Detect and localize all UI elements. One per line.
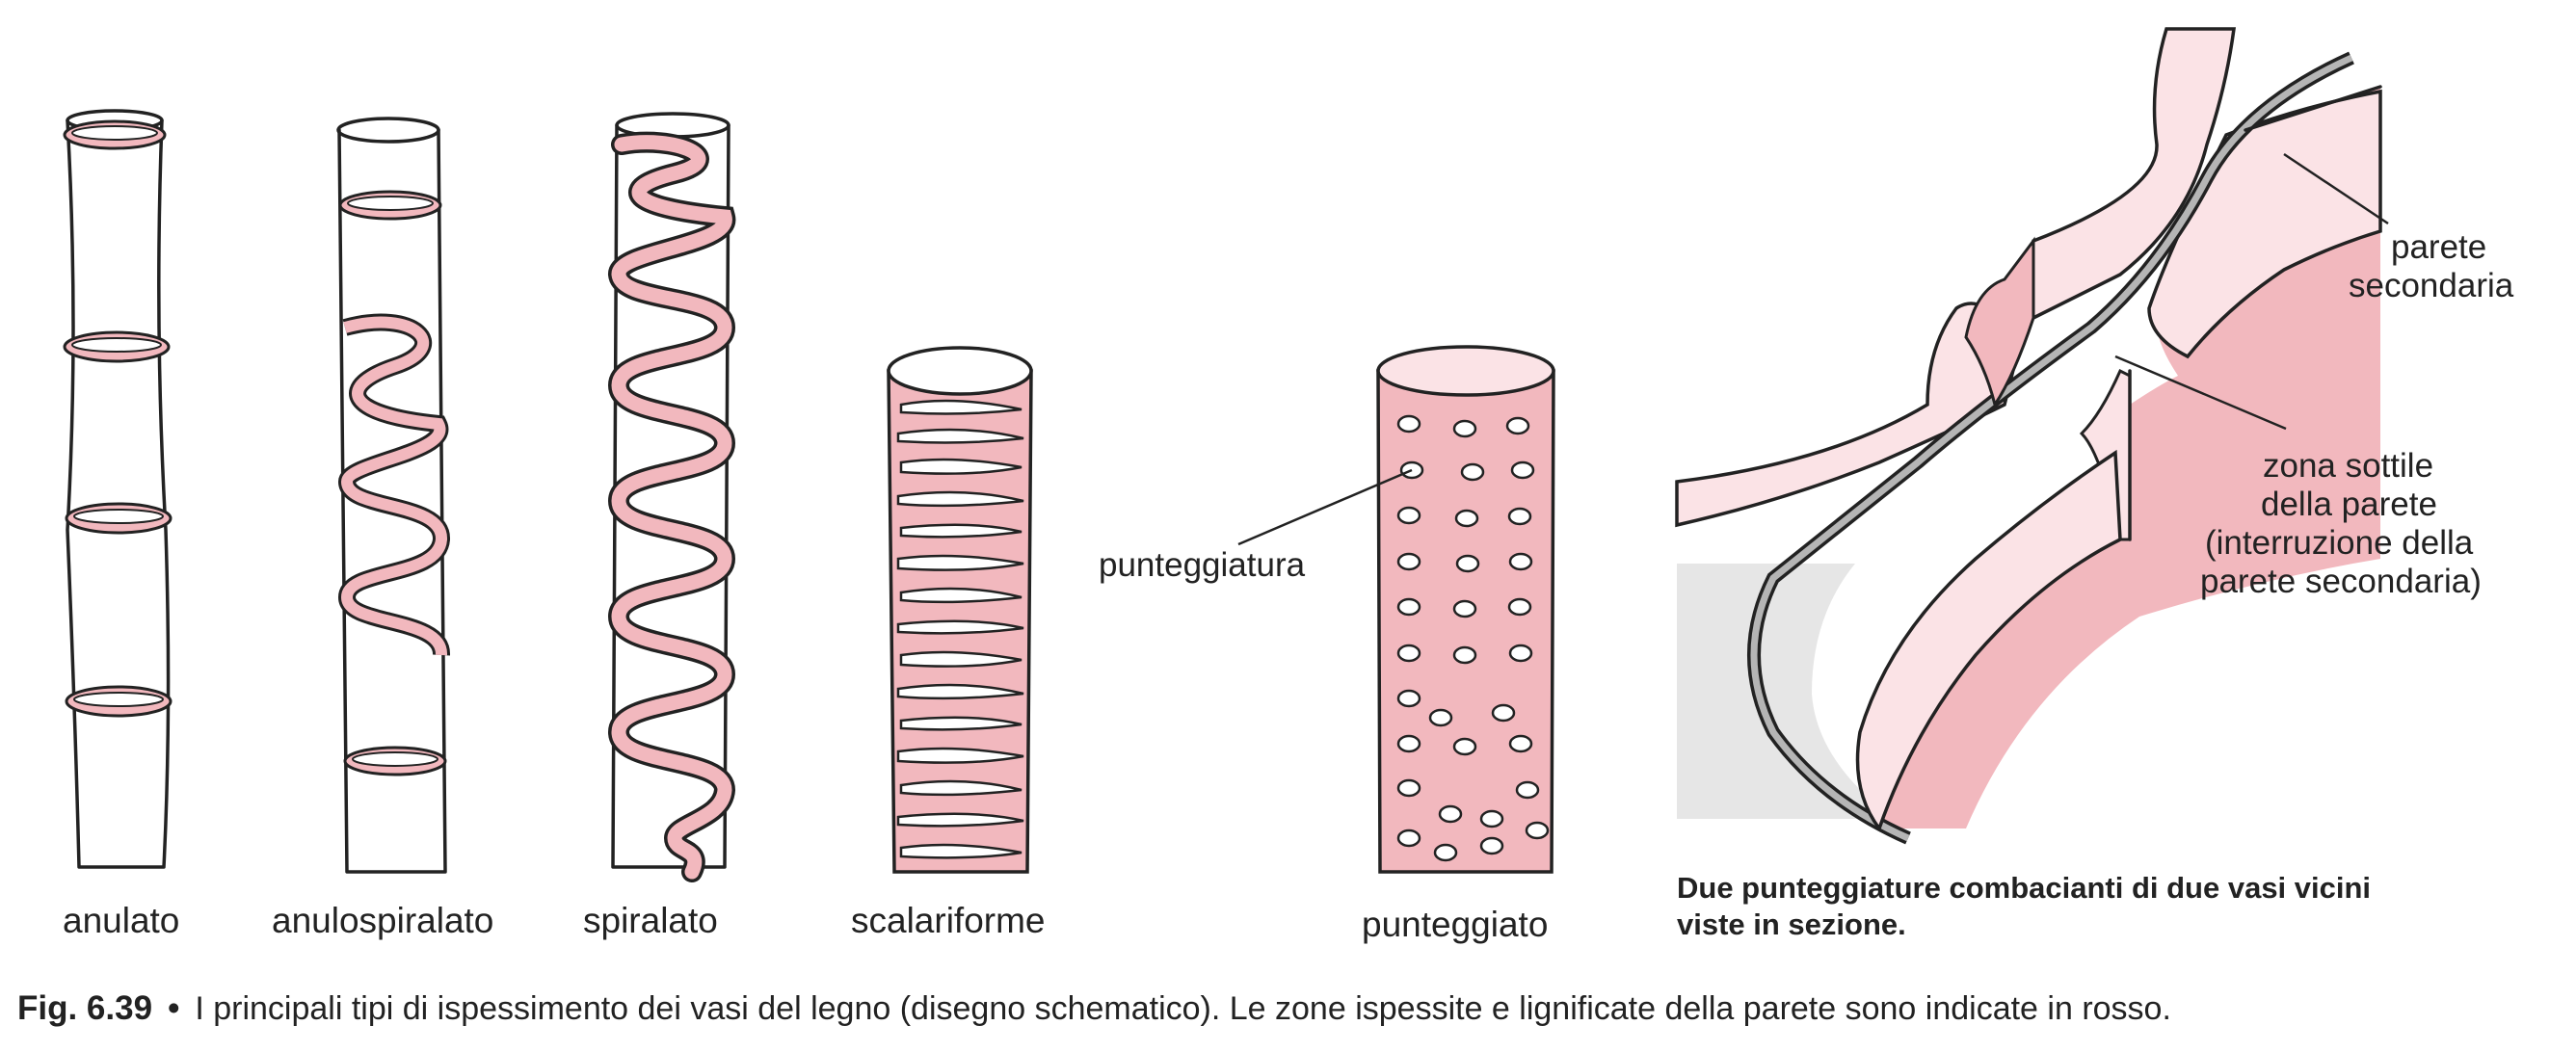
section-caption-line2: viste in sezione.	[1677, 907, 1906, 941]
label-anulospiralato: anulospiralato	[272, 901, 493, 940]
vessel-spiralato	[607, 112, 736, 882]
figure-caption: Fig. 6.39 • I principali tipi di ispessi…	[17, 989, 2171, 1027]
pits	[1396, 414, 1550, 862]
figure-caption-bullet: •	[168, 989, 179, 1027]
label-zona-3: (interruzione della	[2205, 524, 2474, 562]
vessel-anulato	[63, 109, 173, 869]
figure-caption-text: I principali tipi di ispessimento dei va…	[195, 990, 2171, 1027]
vessel-scalariforme	[887, 346, 1033, 874]
ring-bottom	[343, 746, 447, 776]
vessel-punteggiato	[1376, 345, 1555, 874]
leader-parete-secondaria	[2283, 152, 2389, 225]
label-punteggiatura: punteggiatura	[1099, 546, 1306, 584]
label-zona-4: parete secondaria)	[2200, 563, 2482, 600]
label-anulato: anulato	[63, 901, 179, 940]
label-zona-1: zona sottile	[2263, 447, 2433, 485]
vessel-anulospiralato	[336, 117, 450, 874]
label-zona-2: della parete	[2261, 486, 2437, 523]
label-parete-2: secondaria	[2349, 267, 2514, 304]
leader-zona-sottile	[2114, 355, 2287, 431]
ring-3	[65, 502, 173, 535]
figure-caption-label: Fig. 6.39	[17, 989, 152, 1027]
pit-section	[1675, 27, 2382, 845]
label-spiralato: spiralato	[583, 901, 718, 940]
label-scalariforme: scalariforme	[851, 901, 1046, 940]
label-parete-1: parete	[2391, 228, 2486, 266]
ring-2	[63, 330, 171, 363]
ring-top	[338, 190, 442, 221]
ring-4	[65, 685, 173, 718]
ring-1	[63, 119, 167, 150]
label-punteggiato: punteggiato	[1362, 905, 1548, 944]
leader-punteggiatura	[1237, 468, 1413, 546]
section-caption-line1: Due punteggiature combacianti di due vas…	[1677, 871, 2371, 905]
